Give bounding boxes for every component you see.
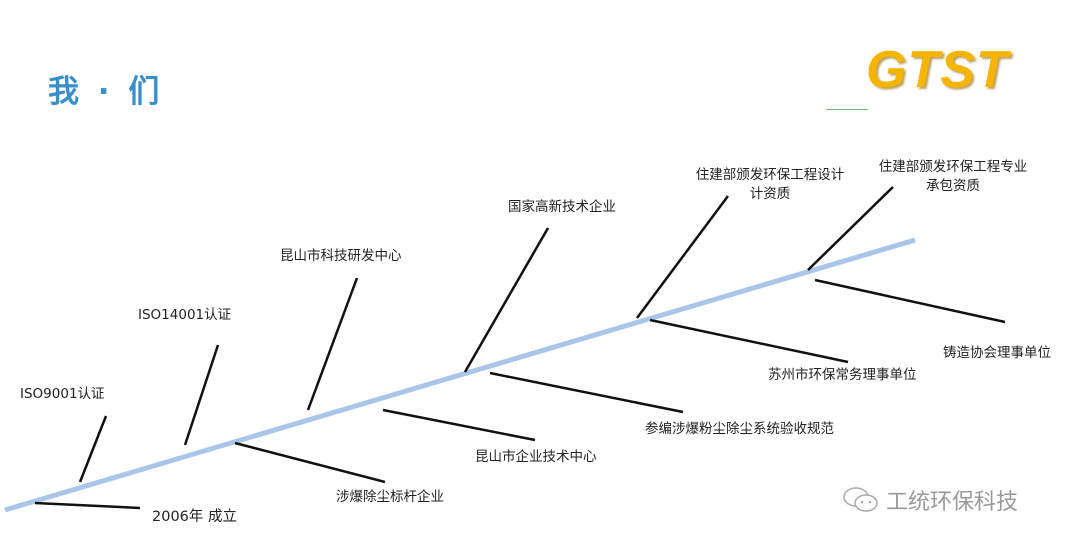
gtst-logo: GTST	[866, 41, 1009, 99]
wechat-watermark: 工统环保科技	[842, 484, 1018, 516]
label-line: 住建部颁发环保工程设计	[695, 167, 845, 183]
timeline-spine	[4, 237, 916, 513]
milestone-label: 参编涉爆粉尘除尘系统验收规范	[645, 421, 834, 437]
milestone-label: ISO14001认证	[138, 307, 232, 323]
logo-underline	[826, 109, 868, 110]
branch-standard	[489, 371, 684, 414]
watermark-text: 工统环保科技	[886, 490, 1019, 515]
page-title: 我 · 们	[48, 74, 164, 110]
branch-foundry	[814, 278, 1006, 324]
branch-tech-center	[382, 408, 536, 442]
wechat-icon	[843, 487, 878, 512]
branch-contract-cert	[807, 186, 894, 271]
branch-high-tech	[463, 227, 550, 373]
branch-design-cert	[635, 195, 730, 319]
branch-benchmark	[234, 441, 386, 484]
label-line: 住建部颁发环保工程专业	[878, 159, 1028, 175]
milestone-label: 昆山市企业技术中心	[475, 449, 597, 465]
milestone-label: 涉爆除尘标杆企业	[336, 489, 444, 505]
branch-iso14001	[183, 344, 220, 446]
branch-rd-center	[306, 277, 359, 411]
milestone-label: ISO9001认证	[20, 386, 105, 402]
milestone-label: 苏州市环保常务理事单位	[768, 367, 917, 383]
milestone-label: 国家高新技术企业	[508, 199, 616, 215]
milestone-label: 住建部颁发环保工程设计 计资质	[696, 166, 845, 204]
milestone-label: 昆山市科技研发中心	[280, 248, 402, 264]
milestone-label: 住建部颁发环保工程专业 承包资质	[879, 158, 1028, 196]
label-line: 计资质	[749, 186, 791, 202]
milestone-label: 2006年 成立	[152, 509, 238, 525]
branch-suzhou	[649, 318, 849, 364]
branch-founded	[34, 501, 141, 510]
label-line: 承包资质	[926, 178, 980, 194]
branch-iso9001	[78, 415, 108, 483]
milestone-label: 铸造协会理事单位	[943, 345, 1051, 361]
